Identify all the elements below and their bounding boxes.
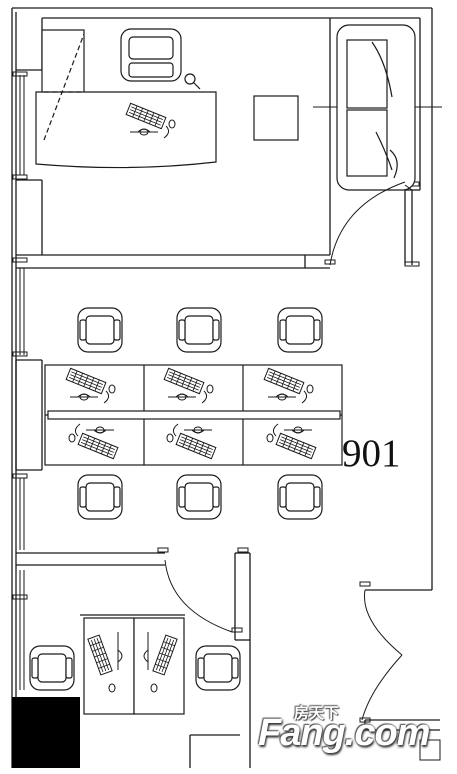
side-table: [253, 95, 299, 141]
door-swing-icon: [329, 181, 413, 266]
window-icon: [12, 71, 420, 723]
structural-column: [12, 697, 80, 768]
room-number-label: 901: [342, 432, 401, 475]
door-swing-icon: [164, 559, 403, 721]
walls: [11, 7, 440, 768]
keyboard-icon: [87, 632, 178, 693]
watermark-cn-text: 房天下: [294, 704, 340, 722]
desk-icon: [35, 29, 217, 169]
magnifier-icon: [184, 73, 201, 90]
watermark-brand-text: Fang.com: [258, 712, 430, 754]
sofa-icon: [336, 24, 416, 191]
fixture: [419, 739, 441, 761]
office-chair-icon: [120, 28, 182, 82]
watermark: 房天下 Fang.com: [258, 702, 448, 766]
